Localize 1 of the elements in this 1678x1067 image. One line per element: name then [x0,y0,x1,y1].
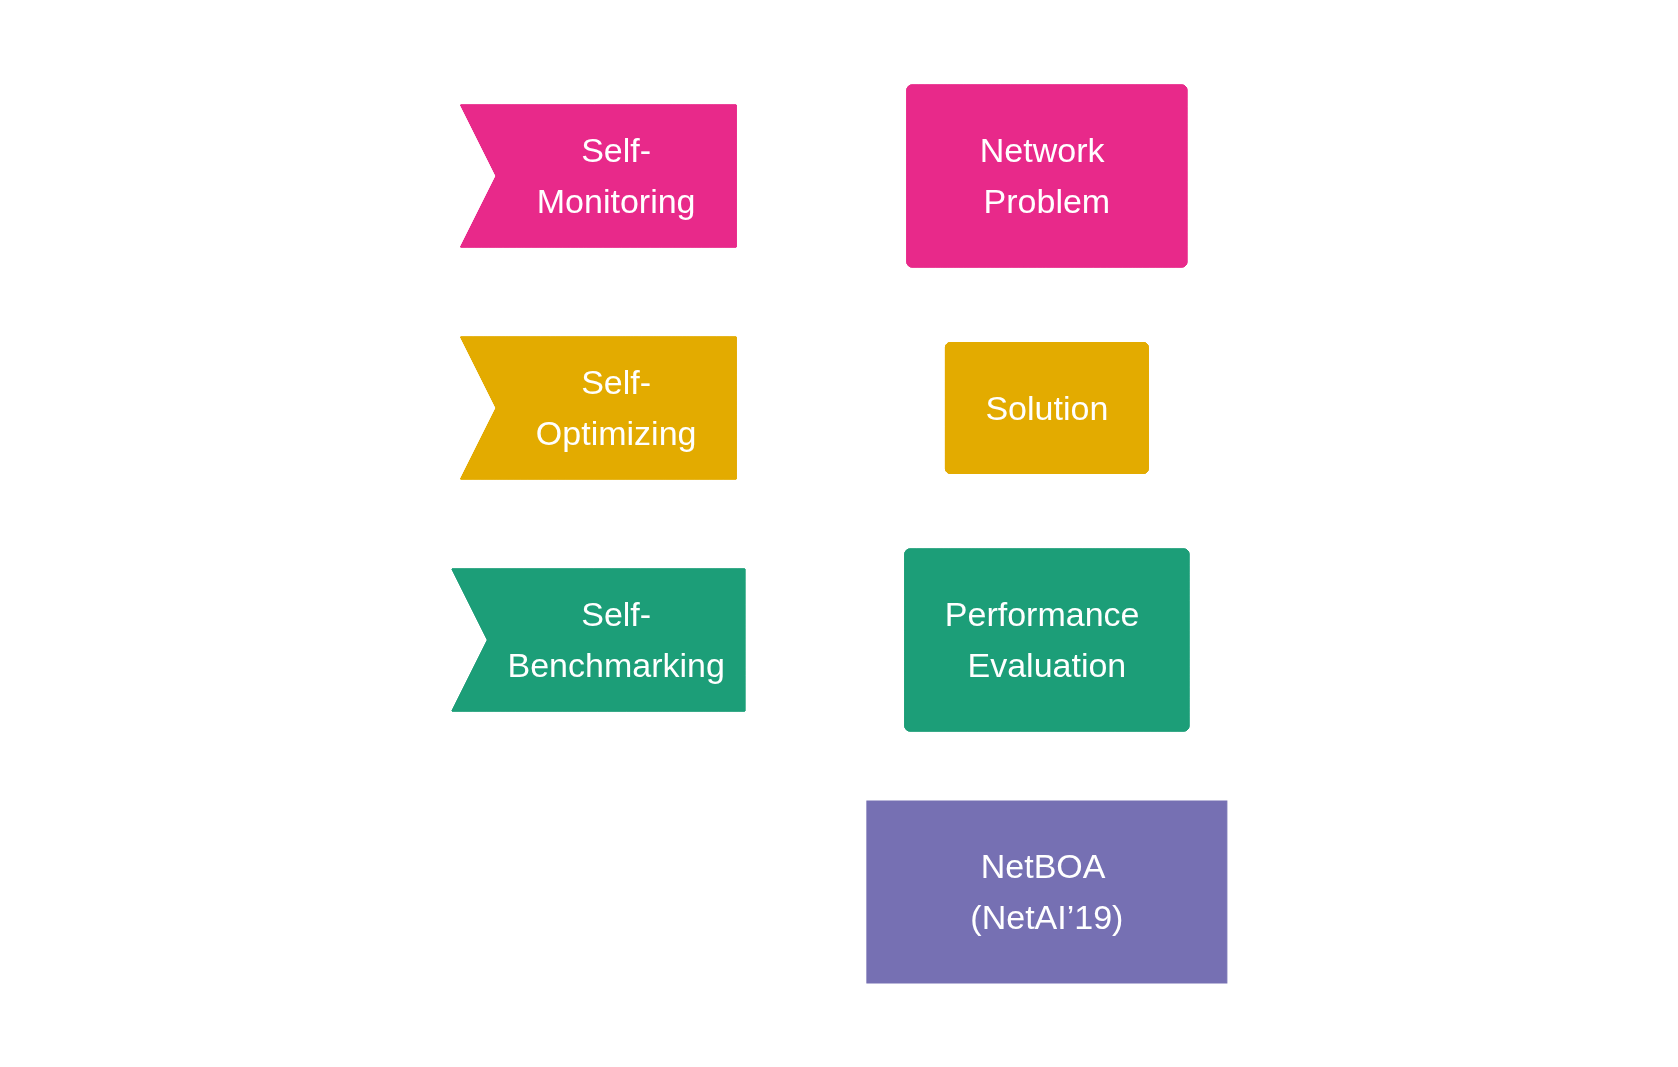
node-box: NetBOA (NetAI’19) [865,800,1227,983]
